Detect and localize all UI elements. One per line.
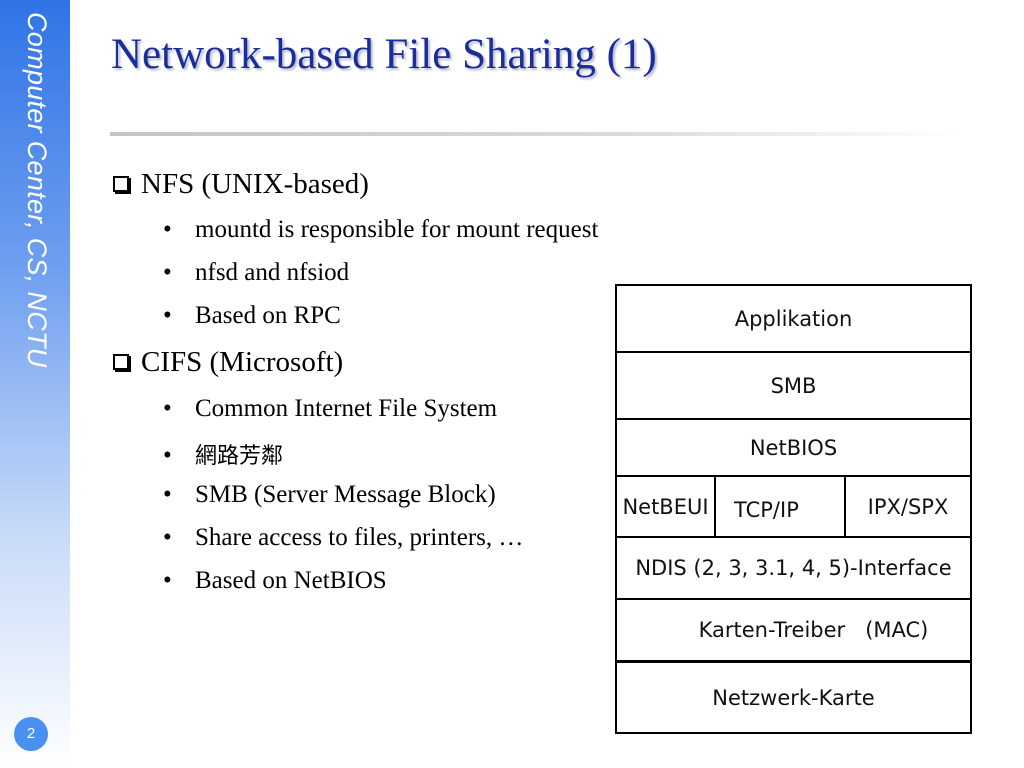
bullet-dot-icon: • xyxy=(163,216,172,243)
layer-smb: SMB xyxy=(617,353,970,420)
bullet-dot-icon: • xyxy=(163,302,172,329)
checkbox-bullet-icon xyxy=(113,354,129,370)
bullet-dot-icon: • xyxy=(163,259,172,286)
checkbox-bullet-icon xyxy=(113,176,129,192)
sidebar: Computer Center, CS, NCTU xyxy=(0,0,70,768)
layer-applikation: Applikation xyxy=(617,286,970,353)
layer-ndis: NDIS (2, 3, 3.1, 4, 5)-Interface xyxy=(617,538,970,600)
list-item: •Based on RPC xyxy=(163,302,341,329)
bullet-dot-icon: • xyxy=(163,395,172,422)
layer-transport: NetBEUI TCP/IP IPX/SPX xyxy=(617,477,970,538)
list-item: •mountd is responsible for mount request xyxy=(163,216,599,243)
bullet-dot-icon: • xyxy=(163,442,172,469)
cell-ipxspx: IPX/SPX xyxy=(867,494,949,519)
list-item: •Share access to files, printers, … xyxy=(163,524,524,551)
section-heading-nfs: NFS (UNIX-based) xyxy=(113,168,369,201)
page-number-badge: 2 xyxy=(14,717,48,751)
list-item: •網路芳鄰 xyxy=(163,442,284,469)
layer-karten-treiber: Karten-Treiber (MAC) xyxy=(617,600,970,663)
bullet-dot-icon: • xyxy=(163,481,172,508)
list-item: •SMB (Server Message Block) xyxy=(163,481,496,508)
bullet-dot-icon: • xyxy=(163,567,172,594)
list-item: •Based on NetBIOS xyxy=(163,567,387,594)
title-divider xyxy=(110,132,960,136)
list-item: •nfsd and nfsiod xyxy=(163,259,350,286)
cell-tcpip: TCP/IP xyxy=(716,477,846,536)
cell-netbeui: NetBEUI xyxy=(617,477,716,536)
list-item: •Common Internet File System xyxy=(163,395,498,422)
sidebar-org-label: Computer Center, CS, NCTU xyxy=(22,12,52,368)
slide-title: Network-based File Sharing (1) xyxy=(111,31,657,78)
layer-netzwerk-karte: Netzwerk-Karte xyxy=(712,685,875,710)
layer-netbios: NetBIOS xyxy=(617,420,970,477)
bullet-dot-icon: • xyxy=(163,524,172,551)
protocol-stack-diagram: Applikation SMB NetBIOS NetBEUI TCP/IP I… xyxy=(615,284,972,734)
section-heading-cifs: CIFS (Microsoft) xyxy=(113,346,343,379)
